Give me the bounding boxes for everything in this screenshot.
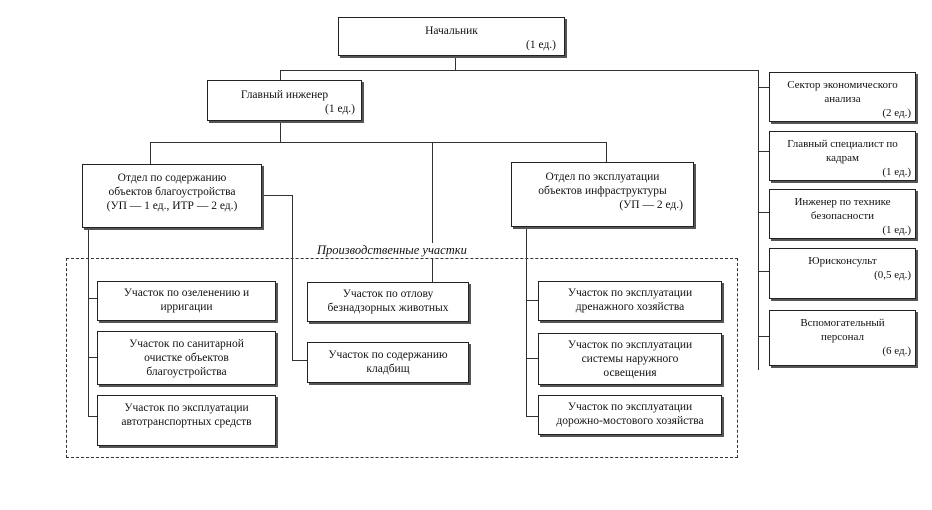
site-box: Участок по содержанию кладбищ (307, 342, 469, 383)
connector (526, 227, 527, 416)
staff-box: Главный специалист по кадрам (1 ед.) (769, 131, 916, 181)
connector (292, 360, 307, 361)
site-line: Участок по санитарной (129, 338, 244, 350)
site-line: системы наружного (581, 353, 679, 365)
connector (88, 357, 97, 358)
connector (526, 416, 538, 417)
connector (262, 195, 292, 196)
site-line: Участок по эксплуатации (567, 287, 693, 299)
site-line: Участок по озеленению и (123, 287, 250, 299)
staff-count: (0,5 ед.) (874, 269, 911, 281)
connector (758, 271, 769, 272)
connector (88, 298, 97, 299)
dept-operation-box: Отдел по эксплуатации объектов инфрастру… (511, 162, 694, 227)
staff-count: (1 ед.) (882, 224, 911, 236)
site-line: кладбищ (366, 363, 410, 375)
connector (606, 142, 607, 162)
connector (280, 121, 281, 142)
connector (292, 195, 293, 360)
dept-maintenance-line2: объектов благоустройства (108, 186, 236, 198)
staff-line: Юрисконсульт (808, 255, 877, 267)
site-box: Участок по санитарной очистке объектов б… (97, 331, 276, 385)
connector (526, 358, 538, 359)
connector (758, 212, 769, 213)
connector (758, 87, 769, 88)
production-sites-label: Производственные участки (315, 243, 469, 258)
site-line: автотранспортных средств (121, 416, 252, 428)
dept-maintenance-box: Отдел по содержанию объектов благоустрой… (82, 164, 262, 228)
site-box: Участок по эксплуатации дренажного хозяй… (538, 281, 722, 321)
dept-maintenance-line3: (УП — 1 ед., ИТР — 2 ед.) (106, 200, 238, 212)
connector (150, 142, 606, 143)
connector (455, 56, 456, 70)
connector (280, 70, 281, 80)
chief-box: Начальник (1 ед.) (338, 17, 565, 56)
staff-line: безопасности (810, 210, 875, 222)
site-line: благоустройства (146, 366, 227, 378)
dept-operation-line1: Отдел по эксплуатации (545, 171, 660, 183)
staff-line: Инженер по технике (794, 196, 891, 208)
connector (526, 300, 538, 301)
chief-title: Начальник (425, 25, 478, 37)
staff-line: кадрам (826, 152, 859, 164)
site-box: Участок по эксплуатации дорожно-мостовог… (538, 395, 722, 435)
connector (758, 336, 769, 337)
site-line: Участок по эксплуатации (124, 402, 249, 414)
connector (88, 416, 97, 417)
connector (88, 228, 89, 416)
staff-box: Юрисконсульт (0,5 ед.) (769, 248, 916, 299)
staff-box: Сектор экономического анализа (2 ед.) (769, 72, 916, 122)
site-line: ирригации (160, 301, 213, 313)
dept-operation-line2: объектов инфраструктуры (538, 185, 667, 197)
site-box: Участок по озеленению и ирригации (97, 281, 276, 321)
site-line: Участок по отлову (342, 288, 434, 300)
staff-count: (2 ед.) (882, 107, 911, 119)
staff-box: Инженер по технике безопасности (1 ед.) (769, 189, 916, 239)
staff-box: Вспомогательный персонал (6 ед.) (769, 310, 916, 366)
site-line: Участок по эксплуатации (567, 401, 693, 413)
site-line: Участок по эксплуатации (567, 339, 693, 351)
staff-line: Сектор экономического (787, 79, 898, 91)
connector (280, 70, 758, 71)
chief-engineer-title: Главный инженер (240, 89, 329, 101)
site-line: Участок по содержанию (328, 349, 448, 361)
dept-maintenance-line1: Отдел по содержанию (117, 172, 227, 184)
connector (150, 142, 151, 164)
site-line: освещения (603, 367, 657, 379)
site-line: дорожно-мостового хозяйства (556, 415, 704, 427)
staff-count: (1 ед.) (882, 166, 911, 178)
connector (758, 70, 759, 370)
staff-line: анализа (824, 93, 861, 105)
staff-line: Вспомогательный (800, 317, 885, 329)
staff-count: (6 ед.) (882, 345, 911, 357)
site-line: очистке объектов (144, 352, 229, 364)
chief-engineer-count: (1 ед.) (325, 103, 355, 115)
chief-engineer-box: Главный инженер (1 ед.) (207, 80, 362, 121)
site-box: Участок по эксплуатации автотранспортных… (97, 395, 276, 446)
staff-line: Главный специалист по (787, 138, 898, 150)
connector (432, 142, 433, 282)
site-line: дренажного хозяйства (575, 301, 685, 313)
dept-operation-line3: (УП — 2 ед.) (619, 199, 683, 211)
connector (758, 151, 769, 152)
production-sites-area (66, 258, 738, 458)
site-box: Участок по эксплуатации системы наружног… (538, 333, 722, 385)
chief-count: (1 ед.) (526, 39, 556, 51)
staff-line: персонал (820, 331, 864, 343)
site-line: безнадзорных животных (327, 302, 449, 314)
site-box: Участок по отлову безнадзорных животных (307, 282, 469, 322)
